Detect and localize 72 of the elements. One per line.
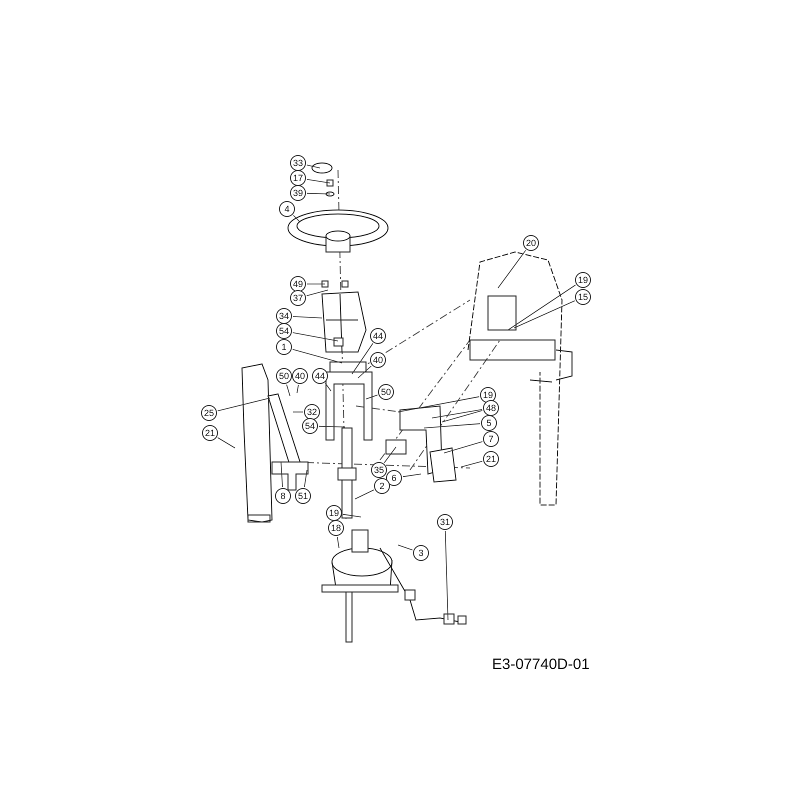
leader-line bbox=[306, 290, 328, 296]
callout-number: 50 bbox=[276, 368, 292, 384]
callout-number: 44 bbox=[312, 368, 328, 384]
callout-number: 48 bbox=[483, 400, 499, 416]
leader-line bbox=[432, 409, 482, 418]
callout-number: 3 bbox=[413, 545, 429, 561]
leader-line bbox=[498, 250, 526, 288]
callout-number: 39 bbox=[290, 185, 306, 201]
callout-number: 54 bbox=[302, 418, 318, 434]
callout-number: 15 bbox=[575, 289, 591, 305]
leader-line bbox=[217, 437, 236, 448]
callout-number: 21 bbox=[483, 451, 499, 467]
callout-number: 6 bbox=[386, 470, 402, 486]
leader-line bbox=[398, 544, 413, 550]
callout-number: 19 bbox=[326, 505, 342, 521]
callout-number: 18 bbox=[328, 520, 344, 536]
callout-number: 33 bbox=[290, 155, 306, 171]
leader-line bbox=[292, 316, 322, 318]
callout-number: 2 bbox=[374, 478, 390, 494]
leader-line bbox=[402, 474, 422, 478]
leader-line bbox=[286, 384, 290, 396]
leader-line bbox=[444, 530, 448, 620]
leader-line bbox=[336, 536, 340, 548]
callout-number: 32 bbox=[304, 404, 320, 420]
leader-line bbox=[354, 490, 374, 500]
leader-line bbox=[460, 460, 483, 468]
callout-number: 7 bbox=[483, 431, 499, 447]
leader-line bbox=[306, 192, 330, 194]
leader-line bbox=[444, 441, 483, 454]
callout-number: 40 bbox=[370, 352, 386, 368]
leader-line bbox=[304, 470, 308, 488]
callout-number: 50 bbox=[378, 384, 394, 400]
callout-number: 54 bbox=[276, 323, 292, 339]
leader-line bbox=[384, 446, 396, 464]
callout-number: 37 bbox=[290, 290, 306, 306]
leader-line bbox=[292, 349, 342, 364]
callout-number: 40 bbox=[292, 368, 308, 384]
callout-number: 31 bbox=[437, 514, 453, 530]
callout-number: 44 bbox=[370, 328, 386, 344]
leader-line bbox=[442, 410, 483, 422]
leader-line bbox=[366, 394, 378, 400]
leader-line bbox=[508, 284, 576, 330]
callout-number: 34 bbox=[276, 308, 292, 324]
leader-line bbox=[306, 164, 320, 168]
callout-number: 1 bbox=[276, 339, 292, 355]
callout-number: 35 bbox=[371, 462, 387, 478]
callout-number: 4 bbox=[279, 201, 295, 217]
callout-number: 25 bbox=[201, 405, 217, 421]
drawing-number: E3-07740D-01 bbox=[492, 656, 590, 673]
leader-line bbox=[342, 514, 362, 518]
leader-line bbox=[358, 366, 372, 378]
leader-line bbox=[280, 462, 283, 488]
leader-line bbox=[296, 384, 299, 394]
callout-number: 19 bbox=[575, 272, 591, 288]
leader-line bbox=[424, 423, 480, 428]
leader-line bbox=[324, 382, 332, 392]
leader-line bbox=[292, 332, 338, 342]
leader-line bbox=[398, 396, 480, 412]
leader-line bbox=[306, 179, 330, 184]
callout-number: 49 bbox=[290, 276, 306, 292]
leader-line bbox=[217, 398, 270, 412]
leader-line bbox=[318, 426, 346, 428]
callout-number: 51 bbox=[295, 488, 311, 504]
callout-number: 20 bbox=[523, 235, 539, 251]
leader-line bbox=[293, 215, 300, 222]
callout-number: 8 bbox=[275, 488, 291, 504]
callout-number: 17 bbox=[290, 170, 306, 186]
callout-number: 21 bbox=[202, 425, 218, 441]
callout-number: 19 bbox=[480, 387, 496, 403]
leader-line bbox=[514, 300, 576, 328]
callout-number: 5 bbox=[481, 415, 497, 431]
leader-line bbox=[352, 343, 374, 374]
